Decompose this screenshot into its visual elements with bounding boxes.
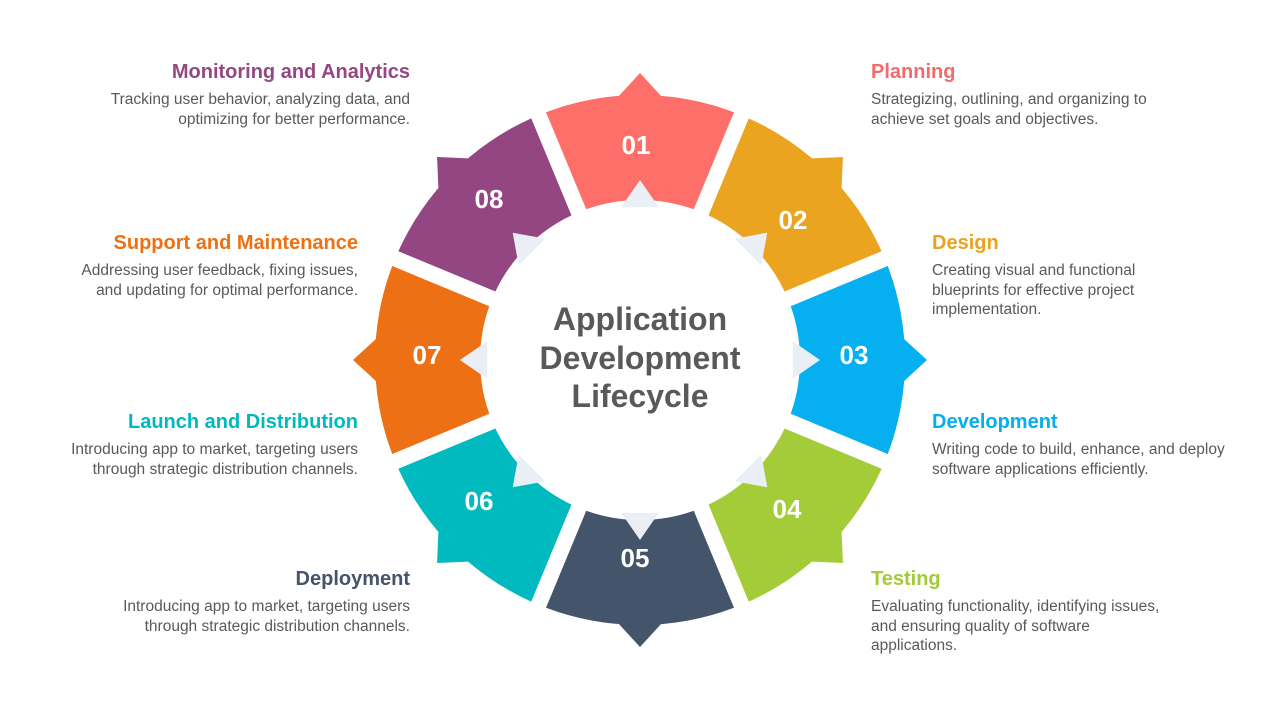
segment-shape [790,266,905,454]
step-description: Introducing app to market, targeting use… [123,598,410,635]
step-description: Introducing app to market, targeting use… [71,441,358,478]
step-planning: Planning Strategizing, outlining, and or… [871,60,1171,129]
step-description: Writing code to build, enhance, and depl… [932,441,1225,478]
arrow-point-icon [437,529,471,563]
arrow-point-icon [617,621,663,647]
segment-07: 07 [353,266,490,454]
step-title: Launch and Distribution [128,411,358,433]
arrow-point-icon [437,157,471,191]
step-number: 02 [779,205,808,235]
segment-shape [398,428,572,602]
arrow-point-icon [809,529,843,563]
segment-shape [398,118,572,292]
step-description: Strategizing, outlining, and organizing … [871,91,1147,128]
arrow-point-icon [353,337,379,383]
title-line: Lifecycle [571,378,709,414]
step-title: Testing [871,568,941,590]
segment-shape [708,118,882,292]
arrow-point-icon [901,337,927,383]
segment-shape [546,95,734,210]
center-title: Application Development Lifecycle [490,300,790,416]
step-number: 04 [773,494,802,524]
step-title: Development [932,411,1058,433]
step-number: 07 [413,340,442,370]
arrow-notch-icon [621,512,659,540]
segment-04: 04 [708,428,882,602]
step-support-maintenance: Support and Maintenance Addressing user … [58,231,358,300]
arrow-point-icon [809,157,843,191]
segment-shape [374,266,490,454]
step-description: Addressing user feedback, fixing issues,… [81,262,358,299]
step-monitoring-analytics: Monitoring and Analytics Tracking user b… [110,60,410,129]
step-number: 01 [622,130,651,160]
step-description: Tracking user behavior, analyzing data, … [110,91,410,128]
center-circle [490,210,790,510]
step-number: 06 [465,486,494,516]
title-line: Development [539,339,741,376]
segment-05: 05 [546,510,734,647]
step-number: 08 [475,184,504,214]
step-title: Design [932,232,999,254]
step-title: Monitoring and Analytics [171,61,410,83]
step-title: Deployment [295,568,410,590]
step-launch-distribution: Launch and Distribution Introducing app … [58,410,358,479]
title-line: Application [552,301,728,337]
segment-shape [546,510,734,626]
arrow-notch-icon [734,454,768,488]
step-design: Design Creating visual and functional bl… [932,231,1192,320]
segment-02: 02 [708,118,882,292]
segment-08: 08 [398,118,572,292]
step-development: Development Writing code to build, enhan… [932,410,1227,479]
step-deployment: Deployment Introducing app to market, ta… [110,567,410,636]
arrow-point-icon [617,73,663,99]
arrow-notch-icon [621,180,659,208]
segment-01: 01 [546,73,734,210]
step-number: 03 [840,340,869,370]
segment-06: 06 [398,428,572,602]
step-title: Planning [871,61,956,83]
step-number: 05 [621,543,650,573]
segment-03: 03 [790,266,927,454]
segment-shape [708,428,882,602]
arrow-notch-icon [792,341,820,379]
step-description: Evaluating functionality, identifying is… [871,598,1160,654]
arrow-notch-icon [512,232,546,266]
arrow-notch-icon [512,454,546,488]
step-testing: Testing Evaluating functionality, identi… [871,567,1171,656]
arrow-notch-icon [734,232,768,266]
arrow-notch-icon [460,341,488,379]
step-description: Creating visual and functional blueprint… [932,262,1136,318]
step-title: Support and Maintenance [113,232,358,254]
